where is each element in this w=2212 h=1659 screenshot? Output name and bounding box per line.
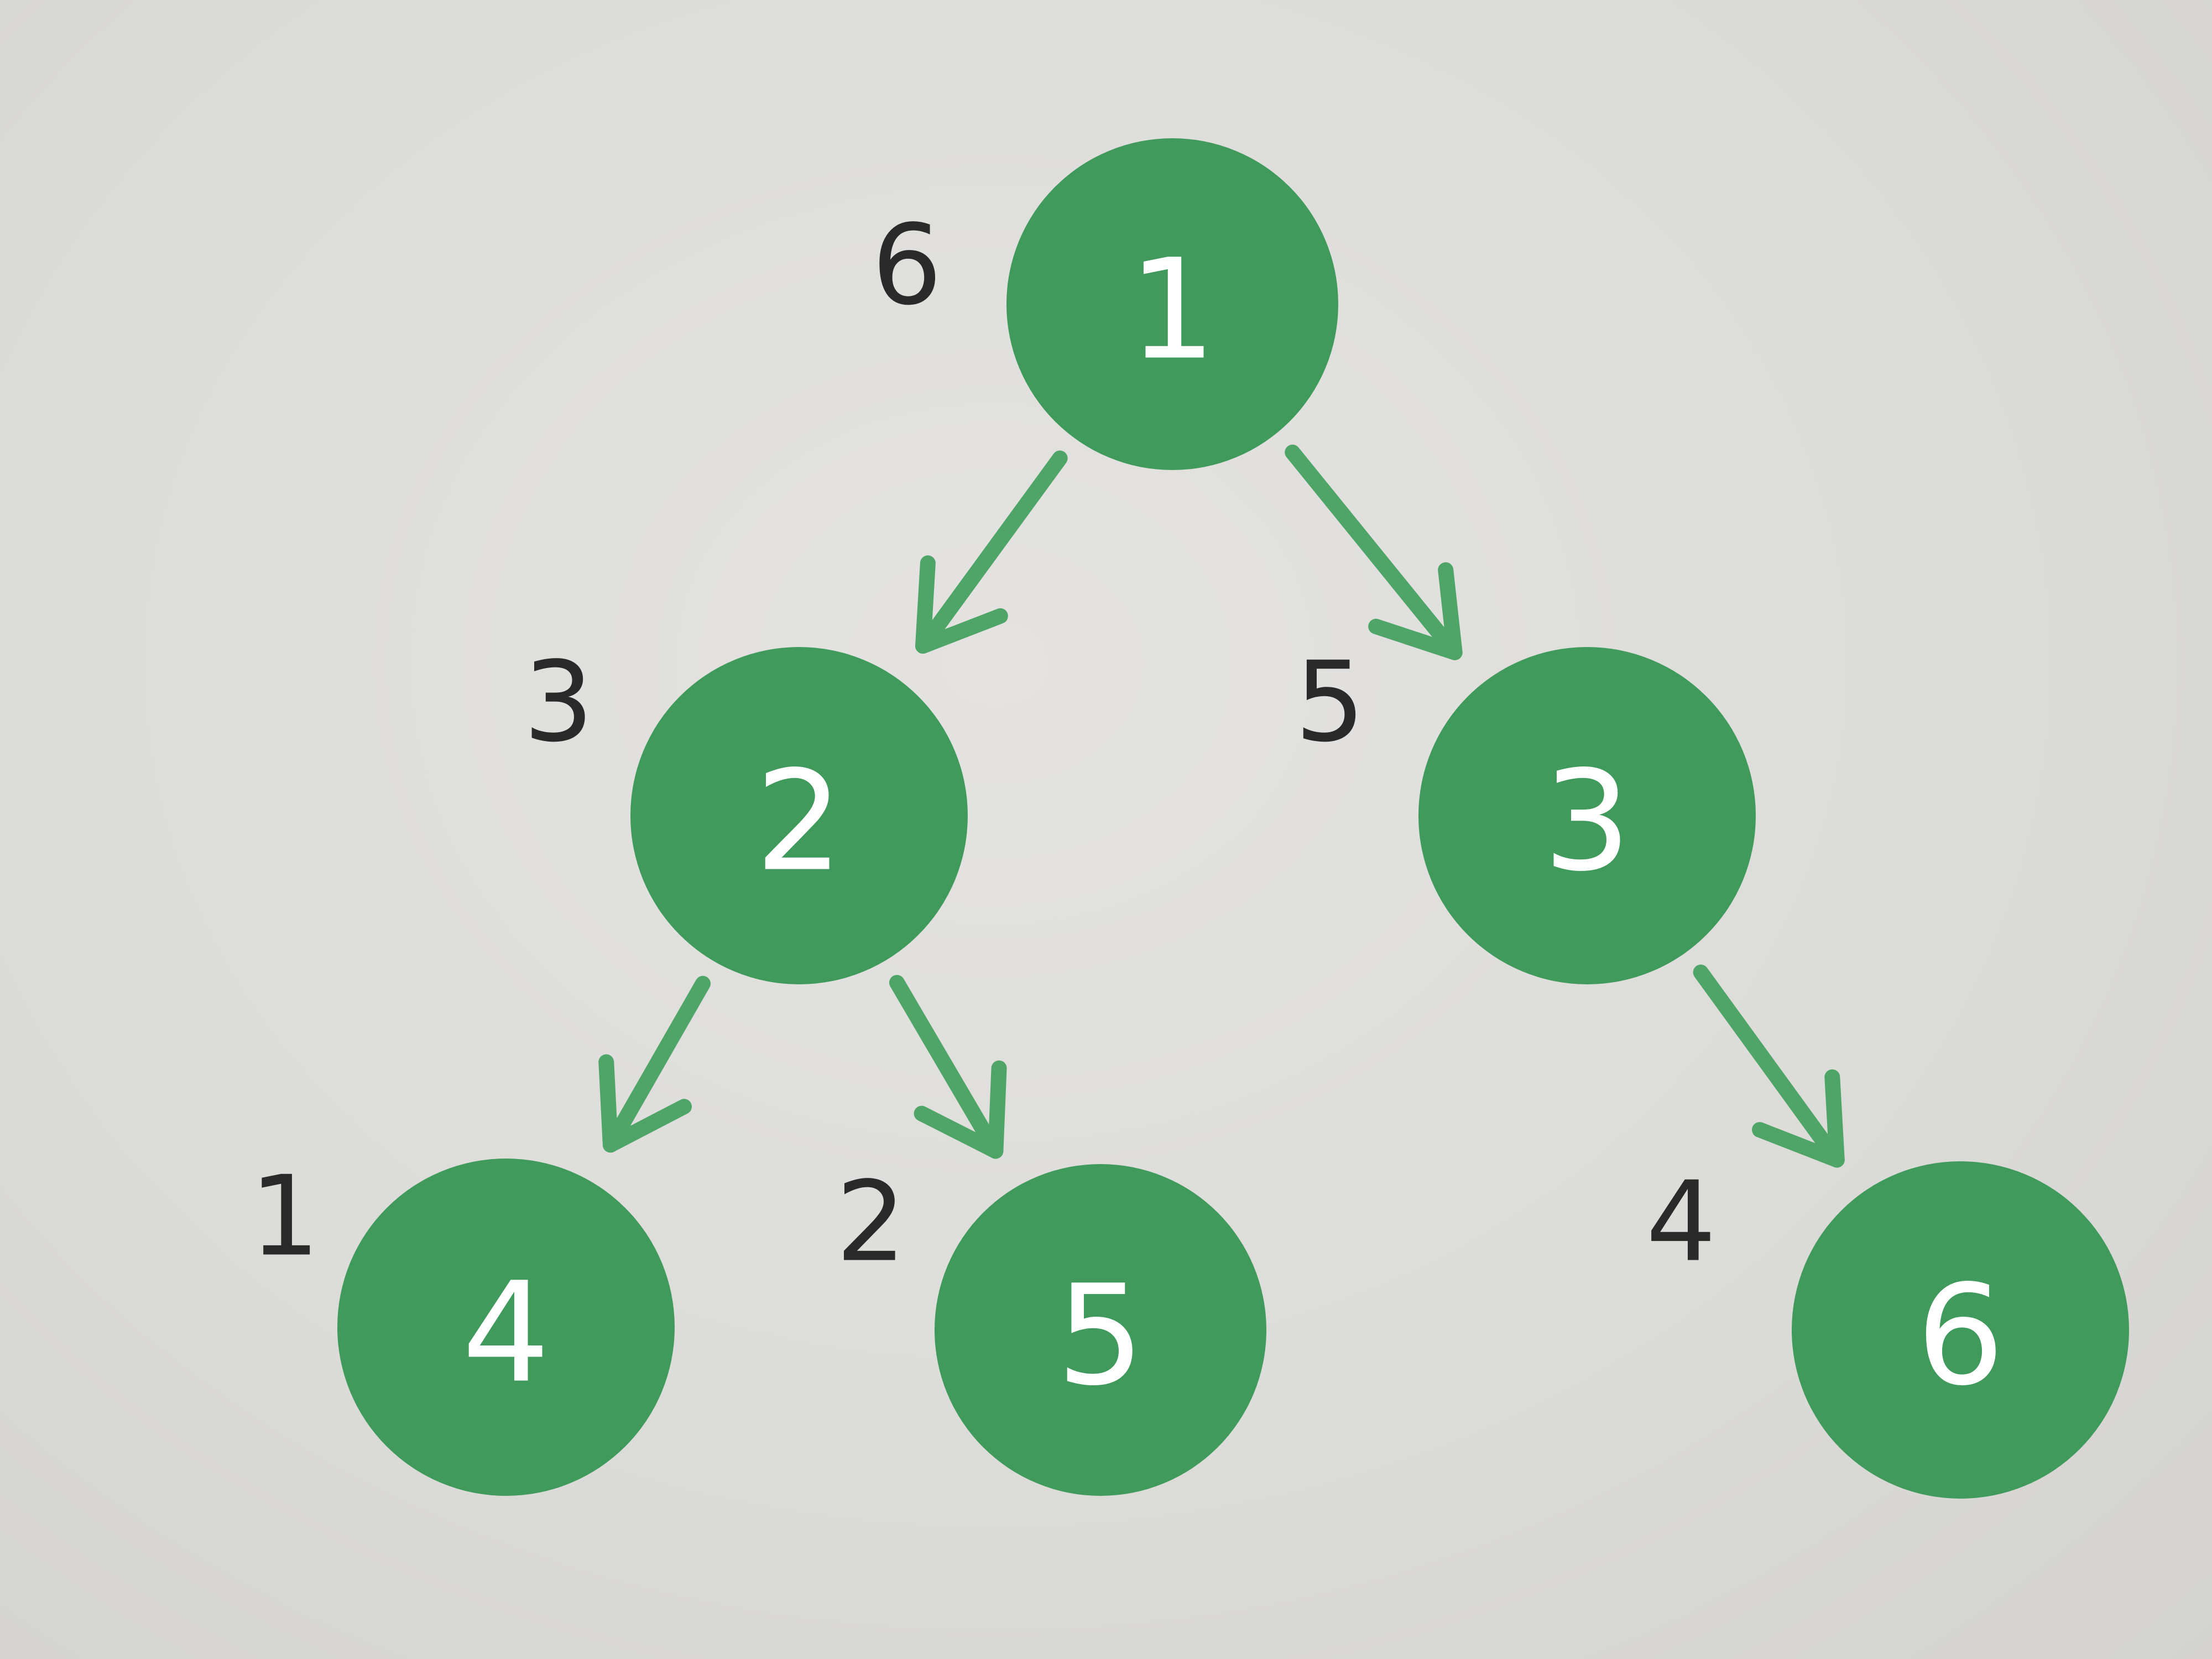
arrow-n1-n2	[915, 450, 1068, 654]
order-number: 3	[523, 638, 593, 767]
tree-node-2: 23	[523, 638, 968, 984]
node-label: 1	[1128, 229, 1216, 390]
arrow-shaft	[1285, 444, 1463, 660]
tree-node-4: 41	[249, 1152, 675, 1496]
arrow-head	[914, 1060, 1007, 1159]
arrow-n1-n3	[1285, 444, 1463, 660]
arrow-head	[915, 555, 1008, 654]
node-circle	[337, 1159, 675, 1496]
arrow-n3-n6	[1693, 964, 1845, 1168]
order-number: 5	[1295, 638, 1365, 767]
tree-node-3: 35	[1295, 638, 1756, 984]
node-label: 5	[1056, 1255, 1144, 1416]
node-circle	[935, 1164, 1266, 1496]
arrow-head	[1368, 562, 1463, 660]
edges	[598, 444, 1845, 1168]
node-circle	[1418, 647, 1756, 984]
order-number: 6	[872, 201, 942, 330]
node-label: 6	[1916, 1255, 2004, 1416]
arrow-shaft	[915, 450, 1068, 654]
tree-node-6: 64	[1646, 1158, 2129, 1499]
node-circle	[1792, 1161, 2129, 1499]
node-circle	[1006, 138, 1338, 470]
arrow-shaft	[602, 975, 711, 1153]
tree-node-5: 52	[836, 1158, 1266, 1496]
arrow-head	[1752, 1069, 1845, 1168]
node-label: 4	[462, 1253, 550, 1413]
order-number: 2	[836, 1158, 906, 1287]
arrow-shaft	[1693, 964, 1845, 1168]
order-number: 1	[249, 1152, 320, 1281]
arrow-head	[598, 1054, 692, 1153]
node-label: 2	[755, 741, 843, 902]
order-number: 4	[1646, 1158, 1716, 1287]
node-label: 3	[1543, 741, 1631, 902]
tree-node-1: 16	[872, 138, 1338, 470]
arrow-n2-n5	[889, 974, 1007, 1159]
arrow-shaft	[889, 974, 1004, 1159]
arrow-n2-n4	[598, 975, 711, 1153]
node-circle	[630, 647, 968, 984]
